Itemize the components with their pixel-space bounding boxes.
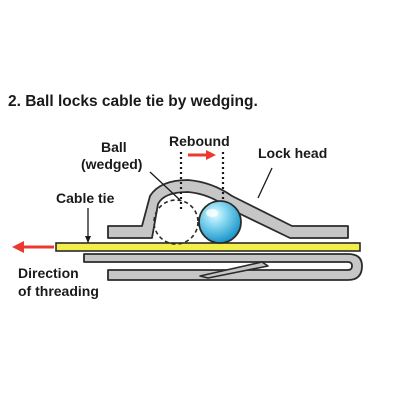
ball-label-line1: Ball (101, 139, 127, 155)
threading-arrow-head (12, 241, 24, 253)
ball-wedged (198, 200, 242, 244)
ball-highlight (206, 209, 218, 217)
cable-tie-strip (55, 242, 361, 252)
direction-label-line2: of threading (18, 283, 99, 299)
lock-head-leader-line (257, 167, 273, 199)
ball-previous-position (153, 199, 199, 245)
ball-label-line2: (wedged) (81, 156, 142, 172)
ball-leader-line (149, 171, 181, 201)
direction-label-line1: Direction (18, 265, 79, 281)
rebound-arrow-head (206, 150, 216, 160)
diagram-title: 2. Ball locks cable tie by wedging. (8, 93, 258, 110)
base-plate (83, 253, 363, 281)
lock-head (107, 179, 349, 239)
cable-tie-leader-arrowhead (85, 236, 91, 243)
rebound-label: Rebound (169, 133, 230, 149)
spring-tab (199, 261, 269, 279)
lock-head-label: Lock head (258, 145, 327, 161)
cable-tie-label: Cable tie (56, 190, 115, 206)
